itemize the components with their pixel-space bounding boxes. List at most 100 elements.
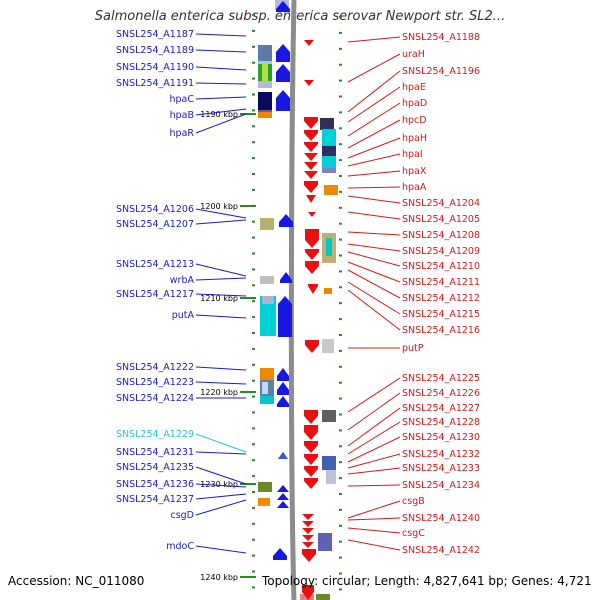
right-gene-label: putP: [402, 343, 424, 354]
left-leader-line: [195, 113, 247, 134]
tick-mark: [252, 61, 255, 64]
tick-mark: [339, 63, 342, 66]
tick-mark: [339, 572, 342, 575]
reverse-gene-arrow: [304, 466, 318, 477]
ruler-label: 1230 kbp: [200, 480, 238, 489]
right-leader-line: [347, 36, 401, 43]
left-leader-line: [195, 366, 247, 371]
tick-mark: [339, 556, 342, 559]
right-gene-label: SNSL254_A1210: [402, 261, 480, 272]
right-gene-label: SNSL254_A1205: [402, 214, 480, 225]
feature-block: [318, 533, 332, 551]
tick-mark: [252, 109, 255, 112]
tick-mark: [252, 236, 255, 239]
left-gene-label: SNSL254_A1235: [116, 462, 194, 473]
feature-block: [326, 238, 332, 256]
right-leader-line: [347, 527, 401, 534]
tick-mark: [339, 222, 342, 225]
right-gene-label: SNSL254_A1208: [402, 230, 480, 241]
left-leader-line: [195, 33, 247, 37]
right-gene-label: SNSL254_A1232: [402, 449, 480, 460]
right-gene-label: SNSL254_A1225: [402, 373, 480, 384]
right-gene-label: SNSL254_A1188: [402, 32, 480, 43]
feature-block: [322, 456, 336, 470]
right-leader-line: [347, 517, 401, 521]
right-leader-line: [347, 186, 401, 189]
tick-mark: [339, 445, 342, 448]
ruler-label: 1200 kbp: [200, 202, 238, 211]
left-gene-label: SNSL254_A1236: [116, 479, 194, 490]
tick-mark: [339, 429, 342, 432]
right-gene-label: hpaX: [402, 166, 427, 177]
tick-mark: [339, 47, 342, 50]
tick-mark: [252, 459, 255, 462]
tick-mark: [252, 14, 255, 16]
left-gene-label: SNSL254_A1190: [116, 62, 194, 73]
left-gene-label: SNSL254_A1231: [116, 447, 194, 458]
left-leader-line: [195, 277, 247, 281]
reverse-gene-arrow: [304, 441, 318, 453]
left-leader-line: [195, 66, 247, 71]
map-title: Salmonella enterica subsp. enterica sero…: [94, 9, 506, 24]
right-leader-line: [347, 467, 401, 475]
right-gene-label: SNSL254_A1196: [402, 66, 480, 77]
reverse-gene-arrow: [306, 195, 316, 203]
left-leader-line: [195, 451, 247, 455]
feature-block: [260, 218, 274, 230]
forward-gene-arrow: [277, 368, 289, 381]
genome-backbone: [288, 0, 297, 600]
reverse-gene-arrow: [304, 80, 314, 86]
reverse-gene-arrow: [302, 542, 314, 548]
forward-gene-arrow: [276, 1, 290, 12]
left-leader-line: [195, 314, 247, 319]
tick-mark: [252, 220, 255, 223]
reverse-gene-arrow: [305, 249, 319, 260]
tick-mark: [339, 349, 342, 352]
right-gene-label: csgC: [402, 528, 425, 539]
tick-mark: [339, 190, 342, 193]
left-leader-line: [195, 263, 247, 277]
left-gene-label: csgD: [170, 510, 194, 521]
forward-gene-arrow: [280, 272, 292, 283]
feature-block: [324, 185, 338, 195]
feature-block: [260, 296, 276, 336]
feature-block: [258, 112, 272, 118]
right-leader-line: [347, 500, 401, 519]
tick-mark: [252, 316, 255, 319]
feature-block: [322, 339, 334, 353]
tick-mark: [252, 29, 255, 32]
reverse-gene-arrow: [304, 410, 318, 424]
tick-mark: [252, 347, 255, 350]
right-leader-line: [347, 195, 401, 204]
feature-block: [262, 64, 268, 82]
left-gene-label: SNSL254_A1207: [116, 219, 194, 230]
right-leader-line: [347, 436, 401, 463]
tick-mark: [339, 254, 342, 257]
reverse-gene-arrow: [305, 261, 319, 274]
tick-mark: [252, 157, 255, 160]
left-gene-label: putA: [172, 310, 195, 321]
tick-mark: [339, 524, 342, 527]
left-gene-label: SNSL254_A1206: [116, 204, 194, 215]
feature-block: [260, 276, 274, 284]
right-leader-line: [347, 261, 401, 283]
right-gene-label: SNSL254_A1209: [402, 246, 480, 257]
right-leader-line: [347, 269, 401, 299]
feature-layer: [258, 0, 338, 600]
left-leader-line: [195, 545, 247, 554]
tick-mark: [252, 188, 255, 191]
forward-gene-arrow: [277, 396, 289, 407]
feature-block: [258, 45, 272, 61]
tick-mark: [252, 300, 255, 303]
left-leader-line: [195, 208, 247, 219]
tick-mark: [252, 268, 255, 271]
forward-gene-arrow: [277, 382, 289, 395]
tick-mark: [339, 95, 342, 98]
right-gene-label: SNSL254_A1234: [402, 480, 480, 491]
left-leader-line: [195, 493, 247, 500]
right-gene-label: SNSL254_A1204: [402, 198, 480, 209]
ruler-label: 1240 kbp: [200, 573, 238, 582]
left-leader-line: [195, 219, 247, 225]
reverse-gene-arrow: [304, 478, 318, 489]
